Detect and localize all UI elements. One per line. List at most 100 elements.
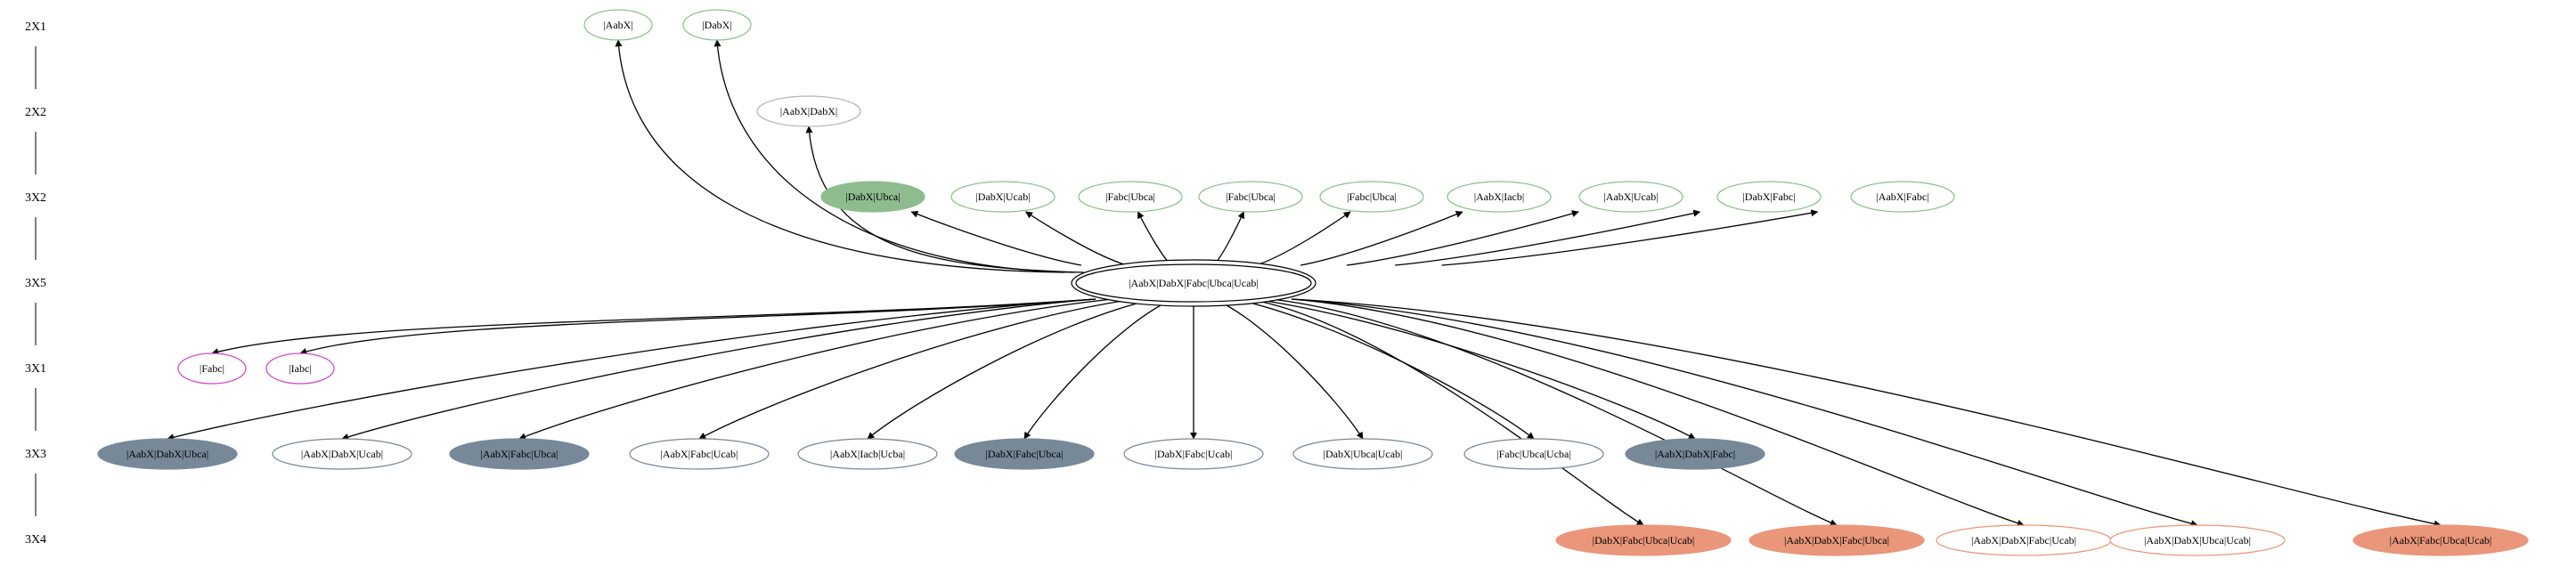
state-node-shape: [1749, 524, 1925, 556]
state-node-shape: [1716, 181, 1822, 213]
state-node-label: |Fabc|Ubca|: [1347, 190, 1397, 203]
edge-arrow: [1441, 209, 1819, 266]
state-node-dabx-fabc-ubca-ucab: |DabX|Fabc|Ubca|Ucab|: [1555, 524, 1732, 556]
state-node-label: |AabX|DabX|Fabc|: [1655, 448, 1735, 460]
state-node-shape: [2109, 524, 2286, 556]
state-node-aabx-ucab: |AabX|Ucab|: [1578, 181, 1683, 213]
state-node-shape: [1578, 181, 1683, 213]
rank-label: 3X1: [25, 362, 46, 376]
state-node-shape: [449, 438, 590, 470]
state-node-fabc-ubca: |Fabc|Ubca|: [1078, 181, 1183, 213]
state-node-label: |DabX|Ucab|: [975, 190, 1030, 203]
rank-label: 2X1: [25, 20, 46, 34]
state-node-shape: [272, 438, 412, 470]
state-node-label: |Fabc|Ubca|Ucba|: [1496, 448, 1571, 460]
state-node-aabx: |AabX|: [583, 9, 653, 41]
edge-arrow: [910, 210, 1082, 266]
state-node-shape: [682, 9, 752, 41]
center-node-inner-ring: [1075, 263, 1312, 303]
state-node-dabx-fabc-ucab: |DabX|Fabc|Ucab|: [1123, 438, 1264, 470]
center-node: |AabX|DabX|Fabc|Ubca|Ucab|: [1071, 259, 1317, 307]
edge-arrow: [1291, 298, 2198, 528]
edge-arrow: [805, 126, 1084, 273]
state-node-label: |DabX|: [702, 19, 731, 31]
state-node-shape: [954, 438, 1095, 470]
state-node-fabc-ubca: |Fabc|Ubca|: [1319, 181, 1424, 213]
edge-arrow: [211, 298, 1096, 356]
rank-label: 3X2: [25, 191, 46, 205]
rank-label: 3X3: [25, 448, 46, 461]
edge-arrow: [1395, 209, 1701, 266]
state-node-shape: [1463, 438, 1604, 470]
state-node-shape: [2352, 524, 2529, 556]
edge-arrow: [1025, 211, 1128, 266]
rank-label: 3X5: [25, 277, 46, 290]
state-node-dabx: |DabX|: [682, 9, 752, 41]
state-node-label: |AabX|Iacb|Ucba|: [830, 448, 905, 460]
state-node-shape: [1078, 181, 1183, 213]
state-node-shape: [97, 438, 238, 470]
state-node-shape: [1555, 524, 1732, 556]
state-node-label: |Iabc|: [289, 362, 311, 375]
state-node-dabx-fabc-ubca: |DabX|Fabc|Ubca|: [954, 438, 1095, 470]
state-node-label: |DabX|Ubca|Ucab|: [1324, 448, 1403, 460]
edge-arrow: [698, 298, 1135, 440]
state-node-label: |AabX|DabX|Fabc|Ucab|: [1971, 534, 2076, 547]
state-node-label: |Fabc|Ubca|: [1226, 190, 1276, 203]
rank-label: 3X4: [25, 533, 46, 547]
state-node-aabx-fabc-ubca-ucab: |AabX|Fabc|Ubca|Ucab|: [2352, 524, 2529, 556]
state-node-shape: [629, 438, 770, 470]
state-node-shape: [1123, 438, 1264, 470]
edge-arrow: [1300, 211, 1463, 266]
state-node-aabx-dabx-ubca-ucab: |AabX|DabX|Ubca|Ucab|: [2109, 524, 2286, 556]
rank-axis: 2X1 2X2 3X2 3X5 3X1 3X3 3X4: [25, 20, 46, 547]
state-node-shape: [1319, 181, 1424, 213]
edge-arrow: [1137, 211, 1172, 266]
state-node-label: |AabX|DabX|Fabc|Ubca|: [1784, 534, 1889, 547]
edge-arrow: [867, 298, 1155, 440]
state-node-label: |AabX|Fabc|Ubca|Ucab|: [2390, 534, 2492, 547]
node-group: |AabX||DabX||AabX|DabX||DabX|Ubca||DabX|…: [97, 9, 2529, 556]
state-node-label: |AabX|DabX|Ubca|Ucab|: [2144, 534, 2251, 547]
edge-arrow: [1212, 211, 1244, 266]
edge-arrow: [615, 39, 1065, 273]
state-node-aabx-dabx-fabc-ucab: |AabX|DabX|Fabc|Ucab|: [1936, 524, 2112, 556]
state-node-label: |AabX|DabX|Ucab|: [301, 448, 383, 460]
state-node-dabx-ubca: |DabX|Ubca|: [820, 181, 925, 213]
edge-arrow: [1346, 210, 1579, 266]
state-node-shape: [1625, 438, 1765, 470]
state-node-label: |DabX|Ubca|: [845, 190, 900, 203]
state-node-shape: [1850, 181, 1955, 213]
state-node-aabx-dabx-fabc-ubca: |AabX|DabX|Fabc|Ubca|: [1749, 524, 1925, 556]
state-node-aabx-fabc-ucab: |AabX|Fabc|Ucab|: [629, 438, 770, 470]
edge-group: [167, 39, 2441, 528]
state-node-shape: [1447, 181, 1552, 213]
state-node-shape: [583, 9, 653, 41]
state-node-label: |AabX|Fabc|: [1876, 190, 1928, 203]
state-node-label: |AabX|DabX|Ubca|: [126, 448, 208, 460]
state-node-label: |DabX|Fabc|Ubca|: [986, 448, 1064, 460]
state-node-shape: [756, 95, 861, 127]
state-node-aabx-iacb: |AabX|Iacb|: [1447, 181, 1552, 213]
edge-arrow: [167, 298, 1096, 441]
edge-arrow: [299, 298, 1096, 355]
state-node-label: |DabX|Fabc|Ucab|: [1155, 448, 1233, 460]
state-node-aabx-fabc: |AabX|Fabc|: [1850, 181, 1955, 213]
state-node-label: |AabX|Fabc|Ucab|: [661, 448, 738, 460]
edge-arrow: [1291, 298, 2025, 527]
state-node-shape: [820, 181, 925, 213]
edge-arrow: [1253, 298, 1696, 440]
edge-arrow: [1213, 298, 1364, 440]
state-node-shape: [797, 438, 938, 470]
state-node-label: |DabX|Fabc|: [1742, 190, 1795, 203]
rank-label: 2X2: [25, 106, 46, 119]
state-node-label: |DabX|Fabc|Ubca|Ucab|: [1593, 534, 1695, 547]
edge-arrow: [1291, 298, 2441, 528]
edge-arrow: [1270, 298, 1838, 526]
edge-arrow: [1234, 298, 1535, 440]
state-node-aabx-fabc-ubca: |AabX|Fabc|Ubca|: [449, 438, 590, 470]
state-node-aabx-dabx-fabc: |AabX|DabX|Fabc|: [1625, 438, 1765, 470]
state-node-fabc-ubca-ucba: |Fabc|Ubca|Ucba|: [1463, 438, 1604, 470]
edge-arrow: [713, 39, 1075, 273]
